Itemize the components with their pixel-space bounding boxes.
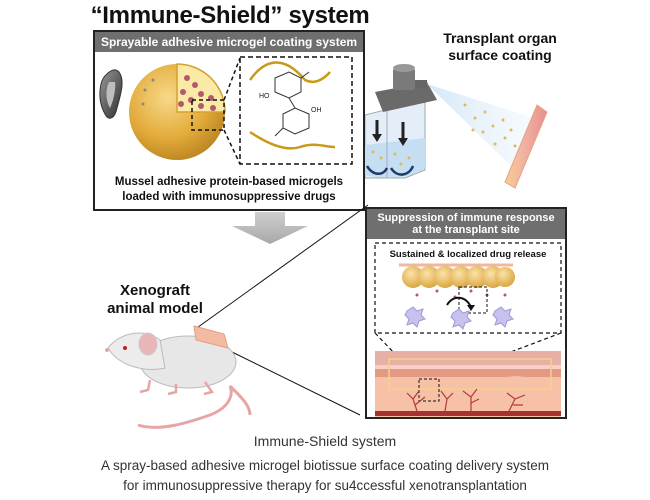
xenograft-label-line1: Xenograft <box>119 282 190 299</box>
spray-illustration <box>365 64 548 189</box>
microgel-caption-line1: Mussel adhesive protein-based microgels <box>114 176 344 188</box>
mouse-illustration <box>105 204 369 429</box>
transplant-patch-icon <box>193 325 229 349</box>
mussel-shell-icon <box>99 69 123 119</box>
spray-particles <box>463 103 517 148</box>
spray-mist <box>427 84 540 170</box>
microgel-coating-panel: Sprayable adhesive microgel coating syst… <box>93 30 365 211</box>
oh-label: OH <box>311 107 322 114</box>
skin-tissue-icon <box>375 351 561 417</box>
xenograft-label-line2: animal model <box>107 300 203 317</box>
immune-cell-icon <box>404 306 514 330</box>
immune-header-line1: Suppression of immune response <box>377 212 555 224</box>
ho-label: HO <box>259 93 270 100</box>
microgel-bead-row-icon <box>402 266 515 288</box>
organ-tissue-icon <box>504 104 548 189</box>
down-arrow-icon <box>232 212 308 244</box>
catechol-crosslink-structure-icon: HO OH <box>239 56 353 165</box>
microgel-caption-line2: loaded with immunosuppressive drugs <box>122 191 336 203</box>
immune-panel-header: Suppression of immune response at the tr… <box>367 209 565 239</box>
caption-line2: for immunosuppressive therapy for su4cce… <box>123 478 527 493</box>
spray-label-line1: Transplant organ <box>443 30 557 46</box>
immune-header-line2: at the transplant site <box>412 224 520 236</box>
microgel-sphere-icon <box>129 63 226 160</box>
spray-bottle-icon <box>365 64 437 179</box>
spray-label-line2: surface coating <box>448 47 552 63</box>
caption-line1: A spray-based adhesive microgel biotissu… <box>101 458 549 473</box>
immune-suppression-panel: Suppression of immune response at the tr… <box>365 207 567 419</box>
caption-title: Immune-Shield system <box>253 433 397 449</box>
blood-vessel-icon <box>375 388 561 416</box>
microgel-illustration: HO OH <box>99 56 353 165</box>
inset-release-box <box>374 242 562 334</box>
mouse-icon <box>105 332 252 429</box>
inset-title: Sustained & localized drug release <box>390 249 547 260</box>
microgel-panel-header: Sprayable adhesive microgel coating syst… <box>95 32 363 52</box>
main-title: “Immune-Shield” system <box>90 2 370 29</box>
release-arrow-icon <box>446 296 472 308</box>
immune-illustration: Sustained & localized drug release <box>374 242 562 417</box>
